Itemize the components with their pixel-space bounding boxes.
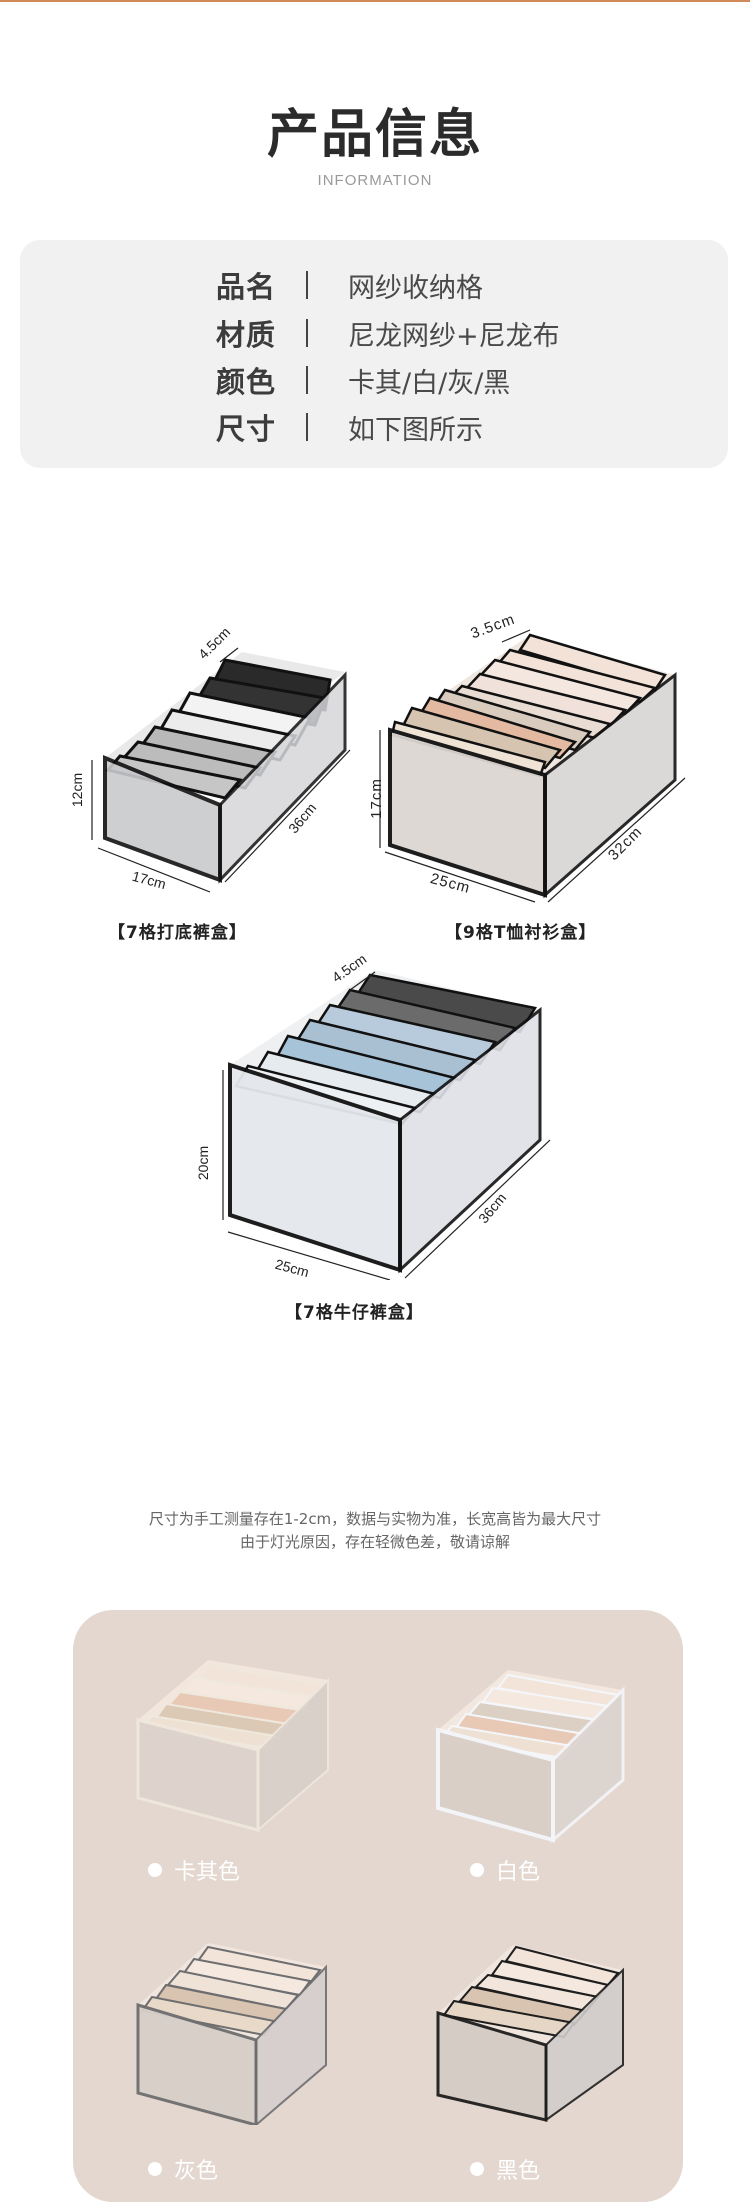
info-row-color: 颜色 卡其/白/灰/黑 xyxy=(216,360,510,400)
divider xyxy=(306,366,308,394)
info-key: 材质 xyxy=(216,318,277,352)
product-label: 【7格牛仔裤盒】 xyxy=(285,1303,424,1323)
product-jeans-box: 20cm 25cm 36cm 4.5cm 【7格牛仔裤盒】 xyxy=(190,940,570,1340)
page-subtitle: INFORMATION xyxy=(317,172,433,189)
info-key: 品名 xyxy=(216,270,277,304)
swatch-name: 卡其色 xyxy=(174,1860,241,1885)
bullet-dot-icon xyxy=(148,2162,162,2176)
khaki-box-image xyxy=(136,1660,329,1833)
product-legging-box: 12cm 17cm 36cm 4.5cm 【7格打底裤盒】 xyxy=(60,600,380,943)
product-label: 【7格打底裤盒】 xyxy=(108,923,247,943)
swatch-label: 白色 xyxy=(470,1854,540,1886)
swatch-grey: 灰色 xyxy=(128,1925,358,2185)
swatch-white: 白色 xyxy=(428,1650,658,1900)
grey-box-image xyxy=(136,1943,327,2128)
swatch-name: 白色 xyxy=(496,1860,541,1885)
dim-height: 17cm xyxy=(367,778,385,819)
white-box-image xyxy=(436,1670,625,1844)
info-value: 网纱收纳格 xyxy=(348,272,483,304)
divider xyxy=(306,413,308,441)
swatch-label: 卡其色 xyxy=(148,1854,240,1886)
bullet-dot-icon xyxy=(470,2162,484,2176)
bullet-dot-icon xyxy=(148,1863,162,1877)
color-options-panel: 卡其色 白色 xyxy=(73,1610,683,2202)
product-label: 【9格T恤衬衫盒】 xyxy=(445,923,597,943)
info-value: 卡其/白/灰/黑 xyxy=(348,367,511,399)
divider xyxy=(306,271,308,299)
info-key: 颜色 xyxy=(216,365,277,399)
product-info-box: 品名 网纱收纳格 材质 尼龙网纱+尼龙布 颜色 卡其/白/灰/黑 尺寸 如下图所… xyxy=(20,240,728,468)
divider xyxy=(306,319,308,347)
tshirt-box-image xyxy=(379,629,686,903)
dim-height: 12cm xyxy=(69,772,86,808)
swatch-label: 黑色 xyxy=(470,2153,540,2185)
info-row-name: 品名 网纱收纳格 xyxy=(216,265,483,305)
info-value: 如下图所示 xyxy=(348,414,483,446)
info-row-material: 材质 尼龙网纱+尼龙布 xyxy=(216,313,560,353)
page-title: 产品信息 xyxy=(266,105,483,165)
swatch-name: 灰色 xyxy=(174,2159,219,2184)
size-note-line2: 由于灯光原因，存在轻微色差，敬请谅解 xyxy=(239,1533,510,1551)
swatch-name: 黑色 xyxy=(496,2159,541,2184)
info-key: 尺寸 xyxy=(216,412,277,446)
black-box-image xyxy=(436,1945,624,2122)
size-note-line1: 尺寸为手工测量存在1-2cm，数据与实物为准，长宽高皆为最大尺寸 xyxy=(148,1510,602,1528)
dim-height: 20cm xyxy=(195,1145,212,1181)
swatch-label: 灰色 xyxy=(148,2153,218,2185)
swatch-khaki: 卡其色 xyxy=(128,1640,358,1900)
product-tshirt-box: 17cm 25cm 32cm 3.5cm 【9格T恤衬衫盒】 xyxy=(367,590,700,950)
info-value: 尼龙网纱+尼龙布 xyxy=(348,320,560,352)
info-row-size: 尺寸 如下图所示 xyxy=(216,407,483,447)
jeans-box-image xyxy=(222,970,551,1280)
top-accent-line xyxy=(0,0,750,2)
swatch-black: 黑色 xyxy=(428,1925,658,2185)
legging-box-image xyxy=(91,647,351,893)
bullet-dot-icon xyxy=(470,1863,484,1877)
